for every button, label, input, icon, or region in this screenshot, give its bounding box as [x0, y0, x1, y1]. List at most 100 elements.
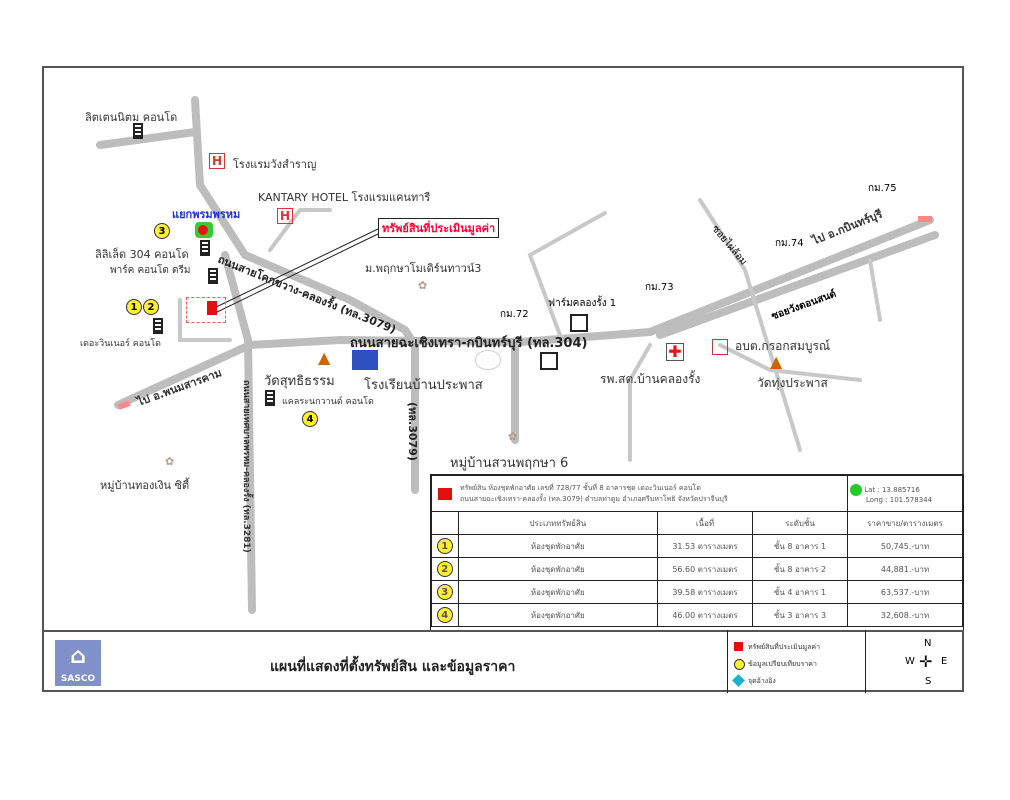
- callout-leader: [209, 227, 381, 315]
- office-icon: [712, 339, 728, 355]
- legend-subject: ทรัพย์สินที่ประเมินมูลค่า: [748, 643, 821, 651]
- road-sub-2: [656, 231, 939, 339]
- label-condo4: แคลระนกวานด์ คอนโด: [282, 397, 374, 407]
- label-park-condo: พาร์ค คอนโด ดรีม: [110, 265, 191, 276]
- header-price: ราคาขาย/ตารางเมตร: [847, 511, 963, 535]
- building-icon: [570, 314, 588, 332]
- label-road-vert-left: ถนนสายเทศบาลพรหม-คลองรั้ง (ทล.3281): [241, 380, 251, 553]
- legend-ref-icon: [732, 674, 745, 687]
- header-floor: ระดับชั้น: [752, 511, 848, 535]
- label-condo-304: ลิลิเล็ด 304 คอนโด: [95, 248, 189, 261]
- road-3079: [191, 96, 419, 494]
- label-school: โรงเรียนบ้านประพาส: [364, 378, 483, 393]
- label-km74: กม.74: [775, 238, 804, 249]
- legend-subject-icon: [734, 642, 743, 651]
- road-minor: [268, 208, 332, 252]
- hotel-icon: H: [209, 153, 225, 169]
- road-top-left: [96, 128, 199, 149]
- cell-area: 56.60 ตารางเมตร: [657, 557, 753, 581]
- temple-icon: ▲: [318, 348, 331, 367]
- building-icon: [540, 352, 558, 370]
- label-hotel1: โรงแรมวังสำราญ: [233, 158, 317, 171]
- building-icon: [153, 318, 163, 334]
- label-temple1: วัดสุทธิธรรม: [264, 374, 335, 389]
- label-market: ฟาร์มคลองรั้ง 1: [548, 298, 617, 309]
- compass-s: S: [925, 676, 932, 687]
- cell-floor: ชั้น 8 อาคาร 1: [752, 534, 848, 558]
- cell-type: ห้องชุดพักอาศัย: [457, 557, 658, 581]
- marker-1[interactable]: 1: [126, 299, 142, 315]
- price-table: ทรัพย์สิน ห้องชุดพักอาศัย เลขที่ 728/77 …: [430, 474, 964, 631]
- label-junction: แยกพรมพรหม: [172, 208, 241, 221]
- cell-area: 46.00 ตารางเมตร: [657, 603, 753, 627]
- hospital-icon: ✚: [666, 343, 684, 361]
- road-minor: [868, 258, 882, 322]
- hotel-icon: H: [277, 208, 293, 224]
- label-village2: หมู่บ้านสวนพฤกษา 6: [450, 456, 569, 471]
- arrow-left-icon: [117, 400, 131, 410]
- temple-icon: ▲: [770, 352, 783, 371]
- label-km72: กม.72: [500, 309, 529, 320]
- map-title: แผนที่แสดงที่ตั้งทรัพย์สิน และข้อมูลราคา: [270, 659, 516, 675]
- row-marker: 3: [436, 584, 453, 600]
- toyota-icon: [475, 350, 501, 370]
- label-temple2: วัดทุ่งประพาส: [757, 376, 828, 390]
- subject-location[interactable]: [186, 297, 226, 323]
- row-marker: 1: [436, 538, 453, 554]
- cell-floor: ชั้น 8 อาคาร 2: [752, 557, 848, 581]
- subject-text-2: ถนนสายฉะเชิงเทรา-คลองรั้ง (ทล.3079) ตำบล…: [460, 494, 728, 503]
- village-icon: ✿: [508, 430, 518, 443]
- row-marker: 4: [436, 607, 453, 623]
- compass-e: E: [941, 656, 948, 667]
- label-hospital: รพ.สต.บ้านคลองรั้ง: [600, 372, 701, 386]
- compass-cross-icon: ✛: [919, 652, 933, 671]
- footer-band: [42, 630, 964, 695]
- cell-price: 44,881.-บาท: [847, 557, 963, 581]
- legend: ทรัพย์สินที่ประเมินมูลค่า ข้อมูลเปรียบเท…: [727, 630, 866, 693]
- building-icon: [133, 123, 143, 139]
- arrow-right-icon: [918, 216, 932, 222]
- compass-w: W: [905, 656, 915, 667]
- marker-4[interactable]: 4: [302, 411, 318, 427]
- long: Long : 101.578344: [866, 495, 933, 504]
- subject-text-1: ทรัพย์สิน ห้องชุดพักอาศัย เลขที่ 728/77 …: [460, 483, 701, 492]
- building-icon: [208, 268, 218, 284]
- header-area: เนื้อที่: [657, 511, 753, 535]
- marker-2[interactable]: 2: [143, 299, 159, 315]
- label-hotel2: KANTARY HOTEL โรงแรมแคนทารี: [258, 191, 431, 204]
- road-main: [114, 216, 934, 409]
- compass-icon: N W E S ✛: [905, 638, 949, 688]
- lat: Lat : 13.885716: [864, 485, 920, 494]
- label-condo-top: ลิตเตนนิตม คอนโด: [85, 111, 178, 124]
- sasco-logo: ⌂SASCO: [55, 640, 101, 686]
- legend-compare: ข้อมูลเปรียบเทียบราคา: [748, 660, 817, 668]
- label-condo-left: เดอะวินเนอร์ คอนโด: [80, 339, 161, 349]
- row-marker: 2: [436, 561, 453, 577]
- cell-type: ห้องชุดพักอาศัย: [457, 534, 658, 558]
- map-frame: [42, 66, 964, 692]
- label-tambon: อบต.กรอกสมบูรณ์: [735, 339, 831, 353]
- road-minor: [698, 198, 802, 452]
- village-icon: ✿: [418, 279, 428, 292]
- compass-n: N: [924, 638, 932, 649]
- label-village1: หมู่บ้านทองเงิน ซิตี้: [100, 479, 190, 492]
- legend-ref: จุดอ้างอิง: [748, 677, 776, 685]
- cell-type: ห้องชุดพักอาศัย: [457, 603, 658, 627]
- subject-callout: ทรัพย์สินที่ประเมินมูลค่า: [378, 218, 500, 238]
- cell-area: 31.53 ตารางเมตร: [657, 534, 753, 558]
- marker-3[interactable]: 3: [154, 223, 170, 239]
- cell-floor: ชั้น 4 อาคาร 1: [752, 580, 848, 604]
- cell-area: 39.58 ตารางเมตร: [657, 580, 753, 604]
- label-road-3079-vert: (ทล.3079): [406, 402, 419, 461]
- label-km73: กม.73: [645, 282, 674, 293]
- road-minor: [178, 298, 232, 342]
- cell-price: 32,608.-บาท: [847, 603, 963, 627]
- cell-type: ห้องชุดพักอาศัย: [457, 580, 658, 604]
- label-village-mall: ม.พฤกษาโมเดิร์นทาวน์3: [365, 262, 482, 275]
- cell-floor: ชั้น 3 อาคาร 3: [752, 603, 848, 627]
